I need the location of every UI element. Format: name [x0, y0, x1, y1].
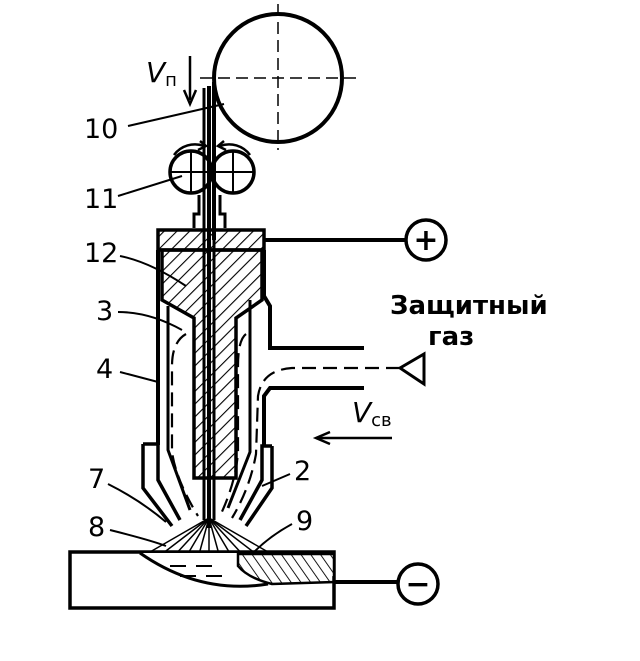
torch-head	[156, 228, 266, 252]
leader-lines	[107, 103, 293, 553]
label-10: 10	[84, 114, 118, 145]
gas-flow-lines	[170, 333, 400, 519]
workpiece	[68, 550, 336, 610]
feed-velocity: Vп	[146, 56, 198, 108]
nozzle-body	[156, 250, 364, 446]
nozzle-tip	[141, 300, 274, 528]
label-8: 8	[88, 512, 105, 543]
label-4: 4	[96, 354, 113, 385]
welding-velocity: Vсв	[312, 396, 392, 446]
label-3: 3	[96, 296, 113, 327]
label-11: 11	[84, 184, 118, 215]
contact-tip	[160, 248, 264, 480]
positive-terminal-icon	[404, 218, 448, 262]
torch-neck	[192, 195, 227, 228]
part-labels: 10 11 12 3 4 2 7 8 9	[84, 114, 313, 543]
negative-terminal-icon	[396, 562, 440, 606]
wire-spool	[200, 4, 356, 150]
gas-caption-line2: газ	[428, 322, 474, 352]
negative-lead: −	[334, 562, 440, 606]
gas-caption-line1: Защитный	[390, 291, 548, 321]
label-12: 12	[84, 238, 118, 269]
gas-inlet-arrow-icon	[397, 351, 426, 387]
negative-terminal-sign: −	[405, 567, 430, 602]
welding-velocity-label: Vсв	[352, 396, 392, 431]
feed-rollers	[168, 140, 256, 195]
gas-caption: Защитный газ	[390, 291, 548, 352]
positive-lead: +	[264, 218, 448, 262]
arc-rays	[149, 517, 269, 559]
label-7: 7	[88, 464, 105, 495]
label-2: 2	[294, 456, 311, 487]
positive-terminal-sign: +	[413, 223, 438, 258]
feed-velocity-label: Vп	[146, 56, 177, 91]
label-9: 9	[296, 506, 313, 537]
